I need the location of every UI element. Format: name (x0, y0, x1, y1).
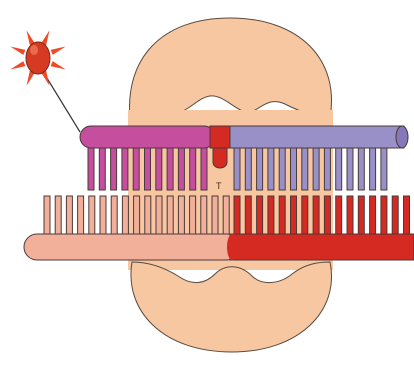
template-nucleotide (223, 196, 229, 238)
template-red-start (227, 234, 237, 260)
template-nucleotide (313, 196, 319, 238)
fluorophore-ray (51, 61, 66, 69)
mismatch-backbone (210, 126, 230, 148)
template-nucleotide (66, 196, 72, 238)
primer-nucleotide (234, 144, 240, 190)
template-nucleotide (122, 196, 128, 238)
primer-nucleotide (245, 144, 251, 190)
primer-nucleotide (167, 144, 173, 190)
primer-nucleotide (156, 144, 162, 190)
template-nucleotide (268, 196, 274, 238)
template-nucleotide (324, 196, 330, 238)
primer-nucleotide (336, 144, 342, 190)
primer-backbone-purple (228, 126, 404, 148)
template-nucleotide (257, 196, 263, 238)
template-backbone-red (230, 234, 414, 260)
template-nucleotide (336, 196, 342, 238)
fluorophore-ray (10, 61, 25, 69)
primer-nucleotide (257, 144, 263, 190)
template-nucleotide (100, 196, 106, 238)
template-nucleotide (234, 196, 240, 238)
template-nucleotide (190, 196, 196, 238)
template-nucleotide (392, 196, 398, 238)
template-nucleotide (156, 196, 162, 238)
template-nucleotide (291, 196, 297, 238)
template-nucleotide (302, 196, 308, 238)
primer-nucleotide (358, 144, 364, 190)
primer-backbone-magenta (80, 126, 215, 148)
primer-nucleotide (178, 144, 184, 190)
template-nucleotide (78, 196, 84, 238)
primer-nucleotide (347, 144, 353, 190)
primer-nucleotide (190, 144, 196, 190)
template-nucleotide (89, 196, 95, 238)
template-nucleotide (201, 196, 207, 238)
primer-nucleotide (201, 144, 207, 190)
primer-nucleotide (302, 144, 308, 190)
primer-nucleotide (381, 144, 387, 190)
template-nucleotide (178, 196, 184, 238)
template-teeth-salmon (44, 196, 229, 238)
polymerase-lower-lobe (131, 262, 332, 352)
template-nucleotide (55, 196, 61, 238)
template-nucleotide (167, 196, 173, 238)
template-nucleotide (347, 196, 353, 238)
primer-nucleotide (291, 144, 297, 190)
primer-nucleotide (268, 144, 274, 190)
primer-nucleotide (279, 144, 285, 190)
template-nucleotide (404, 196, 410, 238)
fluorophore-ray (10, 47, 25, 55)
primer-nucleotide (324, 144, 330, 190)
template-nucleotide (134, 196, 140, 238)
primer-nucleotide (99, 144, 105, 190)
template-nucleotide (381, 196, 387, 238)
template-nucleotide (279, 196, 285, 238)
primer-nucleotide (111, 144, 117, 190)
template-nucleotide (212, 196, 218, 238)
fluorophore-starburst-icon (10, 30, 65, 85)
template-backbone-salmon (24, 234, 240, 260)
primer-nucleotide (88, 144, 94, 190)
template-nucleotide (145, 196, 151, 238)
primer-end-cap (396, 126, 408, 148)
mismatch-base-label: T (216, 181, 222, 191)
primer-nucleotide (145, 144, 151, 190)
mismatch-nucleotide (213, 148, 227, 168)
primer-nucleotide (313, 144, 319, 190)
fluorophore-ray (51, 47, 66, 55)
primer-nucleotide (370, 144, 376, 190)
template-nucleotide (358, 196, 364, 238)
template-nucleotide (44, 196, 50, 238)
primer-nucleotide (122, 144, 128, 190)
template-nucleotide (245, 196, 251, 238)
template-nucleotide (111, 196, 117, 238)
polymerase-upper-lobe (130, 18, 332, 118)
template-nucleotide (370, 196, 376, 238)
primer-nucleotide (133, 144, 139, 190)
